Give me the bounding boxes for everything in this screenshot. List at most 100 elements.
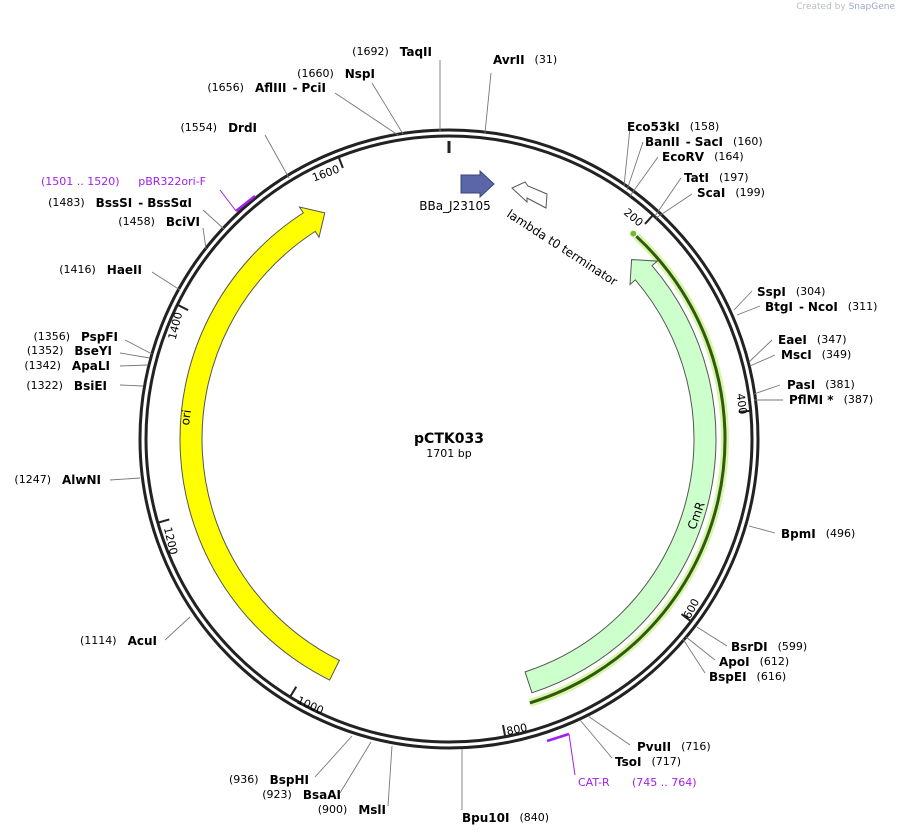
enzyme-avrii-label[interactable]: AvrII(31) xyxy=(493,53,557,67)
enzyme-position: (1356) xyxy=(33,330,81,343)
enzyme-bsrdi-label[interactable]: BsrDI (599) xyxy=(731,640,807,654)
enzyme-name-2: BssSαI xyxy=(147,196,192,210)
enzyme-name: BpmI xyxy=(781,527,816,541)
enzyme-position: (1483) xyxy=(48,196,96,209)
enzyme-pflmi-label[interactable]: PflMI *(387) xyxy=(789,393,873,407)
enzyme-position: (1656) xyxy=(207,81,255,94)
enzyme-name: BssSI xyxy=(96,196,133,210)
primer-range: (745 .. 764) xyxy=(632,776,697,789)
enzyme-position: (158) xyxy=(690,120,720,133)
enzyme-position: (1322) xyxy=(26,379,74,392)
enzyme-alwni-leader xyxy=(109,477,141,481)
enzyme-apoi-label[interactable]: ApoI(612) xyxy=(719,655,789,669)
enzyme-apali-leader xyxy=(119,364,149,367)
enzyme-position: (599) xyxy=(778,640,808,653)
tick-mark xyxy=(337,155,344,169)
enzyme-position: (716) xyxy=(681,740,711,753)
enzyme-msli-label[interactable]: (900) MslI xyxy=(318,803,386,817)
feature-lambda-t0-terminator-arrow[interactable] xyxy=(511,181,548,209)
enzyme-bspei-label[interactable]: BspEI(616) xyxy=(709,670,786,684)
enzyme-name: TsoI xyxy=(615,755,641,769)
snapgene-watermark: Created by SnapGene xyxy=(796,2,895,12)
tick-mark xyxy=(502,724,507,738)
enzyme-ecorv-label[interactable]: EcoRV(164) xyxy=(662,150,744,164)
enzyme-drdi-label[interactable]: (1554) DrdI xyxy=(180,121,257,135)
enzyme-bseyi-label[interactable]: (1352) BseYI xyxy=(27,344,112,358)
enzyme-taqii-label[interactable]: (1692) TaqII xyxy=(352,45,432,59)
enzyme-bpmi-label[interactable]: BpmI (496) xyxy=(781,527,855,541)
cmr-highlight-track xyxy=(528,230,729,707)
enzyme-msli-leader xyxy=(387,745,393,807)
plasmid-name: pCTK033 xyxy=(414,431,484,447)
enzyme-afliii-label[interactable]: (1656) AflIII-PciI xyxy=(207,81,326,95)
enzyme-scai-label[interactable]: ScaI(199) xyxy=(697,186,765,200)
tick-label: 1200 xyxy=(161,526,180,556)
enzyme-acui-leader xyxy=(164,616,191,641)
backbone-inner-ring xyxy=(144,134,754,744)
enzyme-separator: - xyxy=(686,135,691,149)
enzyme-msci-label[interactable]: MscI (349) xyxy=(781,348,851,362)
enzyme-pspfi-label[interactable]: (1356) PspFI xyxy=(33,330,118,344)
enzyme-bcivi-label[interactable]: (1458) BciVI xyxy=(118,215,200,229)
feature-cmr-arrow[interactable] xyxy=(524,259,717,694)
enzyme-alwni-label[interactable]: (1247) AlwNI xyxy=(14,473,101,487)
enzyme-sspi-label[interactable]: SspI(304) xyxy=(757,285,825,299)
tick-mark xyxy=(176,303,189,311)
enzyme-btgi-label[interactable]: BtgI-NcoI(311) xyxy=(765,300,877,314)
enzyme-bsssi-label[interactable]: (1483) BssSI-BssSαI xyxy=(48,196,192,210)
enzyme-position: (197) xyxy=(719,171,749,184)
enzyme-banii-label[interactable]: BanII-SacI(160) xyxy=(645,135,763,149)
enzyme-bseyi-leader xyxy=(119,352,151,359)
primer-cat-r-mark[interactable] xyxy=(546,732,570,743)
enzyme-name: MslI xyxy=(358,803,386,817)
enzyme-bcivi-leader xyxy=(202,227,207,250)
enzyme-position: (387) xyxy=(844,393,874,406)
enzyme-pasi-label[interactable]: PasI(381) xyxy=(787,378,855,392)
enzyme-bpu10i-label[interactable]: Bpu10I(840) xyxy=(462,811,549,825)
tick-mark xyxy=(680,613,693,623)
enzyme-tati-label[interactable]: TatI(197) xyxy=(684,171,749,185)
enzyme-name-2: PciI xyxy=(302,81,327,95)
enzyme-position: (1660) xyxy=(297,67,345,80)
enzyme-acui-label[interactable]: (1114) AcuI xyxy=(80,634,157,648)
feature-bba-j23105-arrow[interactable] xyxy=(460,169,495,199)
enzyme-name: BsrDI xyxy=(731,640,768,654)
enzyme-name: BsaAI xyxy=(303,788,341,802)
enzyme-name: Bpu10I xyxy=(462,811,509,825)
cmr-track-end xyxy=(630,230,637,237)
enzyme-position: (496) xyxy=(826,527,856,540)
feature-ori-arrow[interactable] xyxy=(179,206,341,681)
enzyme-apali-label[interactable]: (1342) ApaLI xyxy=(24,359,110,373)
enzyme-nspi-label[interactable]: (1660) NspI xyxy=(297,67,375,81)
enzyme-haeii-leader xyxy=(151,271,181,291)
tick-label: 800 xyxy=(505,721,528,738)
enzyme-position: (923) xyxy=(262,788,303,801)
enzyme-scai-leader xyxy=(655,193,693,219)
enzyme-bspei-leader xyxy=(682,638,706,674)
backbone-outer-ring xyxy=(138,128,760,750)
enzyme-position: (199) xyxy=(735,186,765,199)
enzyme-bsaai-label[interactable]: (923) BsaAI xyxy=(262,788,341,802)
tick-mark xyxy=(288,686,298,699)
enzyme-position: (160) xyxy=(733,135,763,148)
enzyme-eaei-label[interactable]: EaeI(347) xyxy=(778,333,847,347)
enzyme-bsphi-label[interactable]: (936) BspHI xyxy=(229,773,309,787)
enzyme-position: (717) xyxy=(651,755,681,768)
enzyme-name-2: SacI xyxy=(695,135,723,149)
enzyme-tsoi-leader xyxy=(579,719,613,759)
enzyme-bsrdi-leader xyxy=(696,626,728,647)
primer-pbr322ori-f-mark[interactable] xyxy=(235,195,256,212)
enzyme-name: BciVI xyxy=(166,215,200,229)
enzyme-bsiei-label[interactable]: (1322) BsiEI xyxy=(26,379,107,393)
enzyme-haeii-label[interactable]: (1416) HaeII xyxy=(59,263,142,277)
primer-pbr322ori-f-leader xyxy=(219,189,237,212)
enzyme-eco53ki-label[interactable]: Eco53kI(158) xyxy=(627,120,719,134)
tick-mark xyxy=(738,409,752,413)
enzyme-pvuii-label[interactable]: PvuII(716) xyxy=(637,740,711,754)
enzyme-tsoi-label[interactable]: TsoI (717) xyxy=(615,755,681,769)
enzyme-position: (349) xyxy=(822,348,852,361)
enzyme-position: (347) xyxy=(817,333,847,346)
plasmid-length: 1701 bp xyxy=(426,447,471,460)
enzyme-name: MscI xyxy=(781,348,812,362)
